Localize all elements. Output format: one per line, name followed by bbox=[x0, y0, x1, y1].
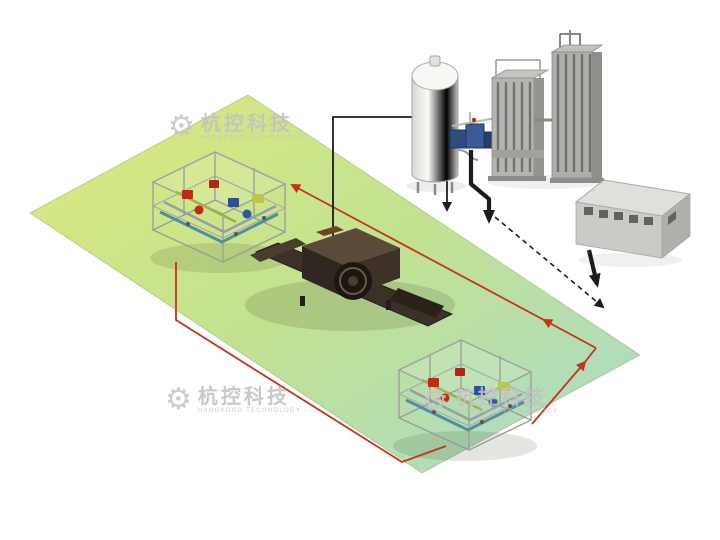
black-supply-arrows bbox=[468, 150, 605, 309]
utility-building bbox=[574, 179, 692, 259]
twin-silo-towers bbox=[488, 30, 604, 183]
tank-to-plane-arrow bbox=[468, 150, 495, 224]
red-line-right-riser-1 bbox=[531, 360, 587, 425]
red-line-left-side bbox=[175, 262, 447, 463]
vertical-storage-tank bbox=[411, 55, 479, 195]
red-line-right-riser-2 bbox=[584, 347, 597, 363]
pump-unit bbox=[449, 112, 497, 149]
red-line-top-run-2 bbox=[290, 184, 545, 321]
dashed-supply-line bbox=[494, 216, 605, 309]
building-down-arrow bbox=[586, 249, 601, 288]
red-flow-loop bbox=[175, 184, 597, 463]
central-machine bbox=[250, 226, 454, 327]
red-line-top-run-1 bbox=[542, 319, 597, 349]
